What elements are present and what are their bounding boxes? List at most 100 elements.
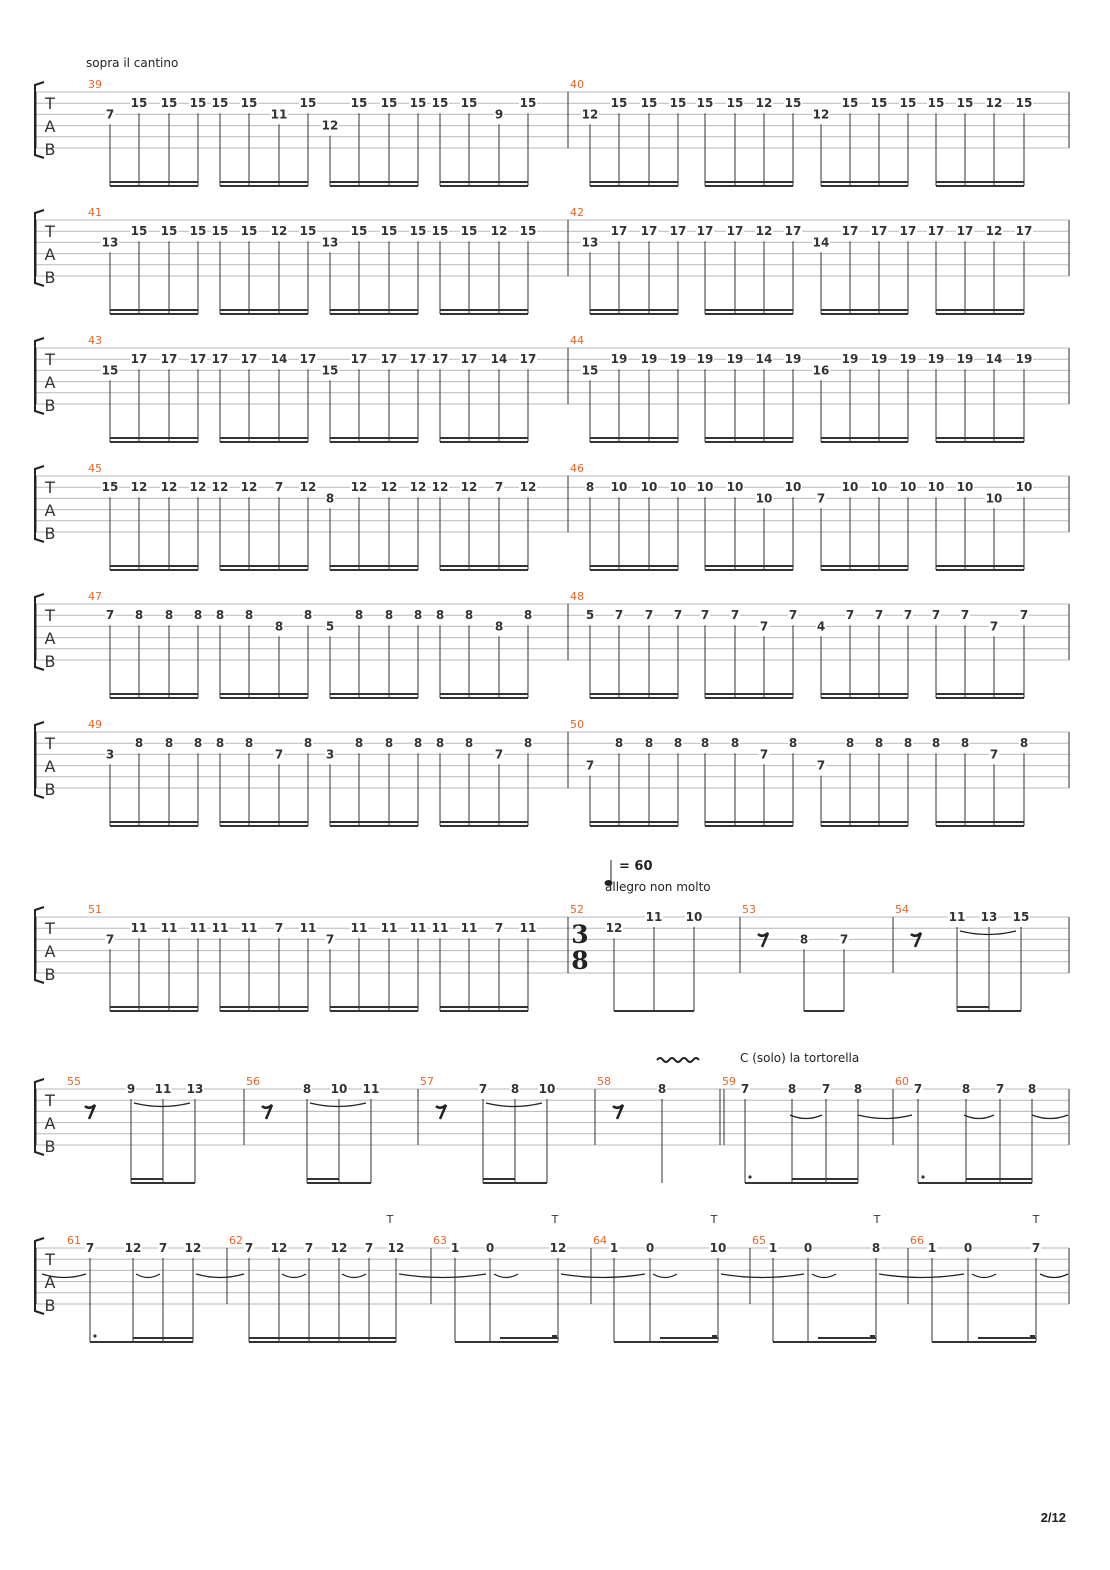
fret-number: 11	[949, 910, 966, 924]
fret-number: 10	[986, 491, 1003, 505]
fret-number-bg	[240, 225, 258, 238]
eighth-rest-icon	[84, 1104, 97, 1120]
fret-number-bg	[325, 933, 335, 946]
fret-number-bg	[989, 620, 999, 633]
fret-number-bg	[380, 353, 398, 366]
measure-number: 61	[67, 1234, 81, 1247]
fret-number: 10	[928, 480, 945, 494]
fret-number: 8	[216, 608, 224, 622]
fret-number-bg	[538, 1083, 556, 1095]
fret-number-bg	[1015, 225, 1033, 238]
fret-number-bg	[490, 353, 508, 366]
fret-number: 19	[727, 352, 744, 366]
fret-number-bg	[485, 1242, 495, 1254]
fret-number: 8	[645, 736, 653, 750]
fret-number-bg	[845, 609, 855, 622]
fret-number-bg	[364, 1242, 374, 1254]
fret-number: 15	[161, 96, 178, 110]
fret-number-bg	[696, 97, 714, 110]
measure-number: 51	[88, 903, 102, 916]
fret-number: 7	[305, 1241, 313, 1255]
fret-number-bg	[244, 609, 254, 622]
fret-number-bg	[960, 737, 970, 750]
fret-number: 17	[212, 352, 229, 366]
system-bracket	[34, 465, 45, 543]
fret-number: 8	[436, 608, 444, 622]
fret-number-bg	[644, 609, 654, 622]
fret-number-bg	[685, 911, 703, 923]
fret-number: 12	[606, 921, 623, 935]
fret-number: 7	[875, 608, 883, 622]
fret-number-bg	[816, 620, 826, 633]
tab-letter: T	[44, 734, 55, 753]
fret-number-bg	[321, 364, 339, 377]
fret-number-bg	[189, 481, 207, 494]
fret-number-bg	[240, 481, 258, 494]
tab-letter: B	[45, 780, 56, 799]
fret-number-bg	[821, 1083, 831, 1095]
fret-number-bg	[124, 1242, 142, 1254]
fret-number-bg	[755, 225, 773, 238]
dot	[921, 1175, 925, 1179]
fret-number: 15	[102, 480, 119, 494]
measure-number: 40	[570, 78, 584, 91]
measure-number: 42	[570, 206, 584, 219]
fret-number: 17	[241, 352, 258, 366]
fret-number-bg	[387, 1242, 405, 1254]
fret-number-bg	[726, 225, 744, 238]
fret-number: 19	[641, 352, 658, 366]
fret-number-bg	[193, 737, 203, 750]
fret-number: 12	[125, 1241, 142, 1255]
fret-number: 7	[495, 747, 503, 761]
tap-mark: T	[710, 1213, 718, 1226]
fret-number: 7	[996, 1082, 1004, 1096]
fret-number: 12	[212, 480, 229, 494]
tab-letter: A	[45, 245, 56, 264]
measure-number: 55	[67, 1075, 81, 1088]
fret-number-bg	[105, 933, 115, 946]
tab-letter: T	[44, 222, 55, 241]
fret-number: 11	[155, 1082, 172, 1096]
fret-number-bg	[409, 97, 427, 110]
fret-number: 11	[271, 107, 288, 121]
fret-number: 10	[710, 1241, 727, 1255]
fret-number: 11	[300, 921, 317, 935]
fret-number: 1	[610, 1241, 618, 1255]
tie	[652, 1273, 678, 1279]
measure-number: 50	[570, 718, 584, 731]
fret-number: 17	[131, 352, 148, 366]
tab-letter: T	[44, 606, 55, 625]
tap-mark: T	[873, 1213, 881, 1226]
fret-number-bg	[274, 748, 284, 761]
fret-number-bg	[726, 97, 744, 110]
fret-number: 7	[86, 1241, 94, 1255]
fret-number-bg	[995, 1083, 1005, 1095]
fret-number-bg	[101, 236, 119, 249]
fret-number: 17	[871, 224, 888, 238]
fret-number-bg	[105, 748, 115, 761]
fret-number: 15	[131, 224, 148, 238]
fret-number-bg	[354, 609, 364, 622]
fret-number-bg	[354, 737, 364, 750]
fret-number: 11	[410, 921, 427, 935]
fret-number-bg	[784, 97, 802, 110]
tie	[789, 1114, 823, 1120]
fret-number-bg	[669, 353, 687, 366]
measure-number: 62	[229, 1234, 243, 1247]
system-bracket	[34, 337, 45, 415]
fret-number: 19	[871, 352, 888, 366]
system-bracket	[34, 81, 45, 159]
measure-number: 59	[722, 1075, 736, 1088]
fret-number-bg	[130, 481, 148, 494]
fret-number-bg	[464, 737, 474, 750]
fret-number-bg	[931, 609, 941, 622]
fret-number-bg	[409, 481, 427, 494]
fret-number: 12	[351, 480, 368, 494]
vibrato-icon	[656, 1050, 702, 1063]
tie	[485, 1102, 543, 1108]
fret-number: 8	[615, 736, 623, 750]
fret-number-bg	[350, 97, 368, 110]
fret-number: 15	[190, 96, 207, 110]
fret-number-bg	[211, 97, 229, 110]
fret-number: 10	[697, 480, 714, 494]
